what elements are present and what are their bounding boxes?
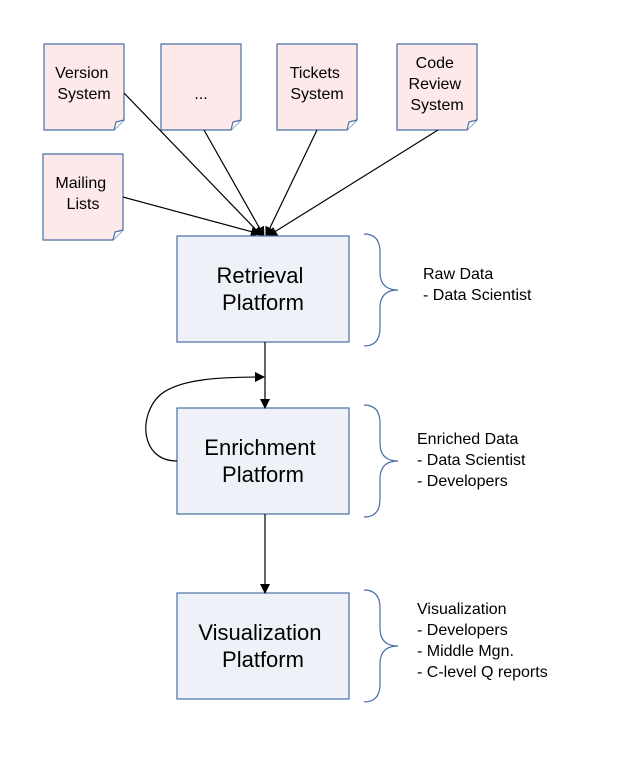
- source-code-review-system: Code Review System: [396, 43, 478, 131]
- enrichment-platform-label: Enrichment Platform: [204, 435, 321, 487]
- note-enriched-data: Enriched Data - Data Scientist - Develop…: [417, 431, 530, 490]
- brace-retrieval: [363, 233, 399, 347]
- note-raw-data: Raw Data - Data Scientist: [423, 266, 532, 304]
- edge-ellipsis-to-retrieval: [203, 129, 265, 237]
- edge-tickets-to-retrieval: [265, 129, 318, 237]
- visualization-platform-label: Visualization Platform: [198, 620, 327, 672]
- edge-mailing-to-retrieval: [122, 196, 261, 237]
- source-code-review-label: Code Review System: [409, 55, 466, 114]
- edge-version-to-retrieval: [123, 92, 263, 237]
- edge-enrichment-loop: [145, 372, 265, 462]
- retrieval-platform-label: Retrieval Platform: [217, 263, 310, 315]
- source-ellipsis: ...: [160, 43, 242, 131]
- source-mailing-lists: Mailing Lists: [42, 153, 124, 241]
- source-ellipsis-label: ...: [194, 86, 207, 103]
- edge-code-review-to-retrieval: [267, 129, 439, 237]
- brace-enrichment: [363, 404, 399, 518]
- source-mailing-label: Mailing Lists: [55, 175, 110, 213]
- visualization-platform: Visualization Platform: [176, 592, 350, 700]
- source-version-label: Version System: [55, 65, 113, 103]
- source-version-system: Version System: [43, 43, 125, 131]
- brace-visualization: [363, 589, 399, 703]
- retrieval-platform: Retrieval Platform: [176, 235, 350, 343]
- enrichment-platform: Enrichment Platform: [176, 407, 350, 515]
- source-tickets-system: Tickets System: [276, 43, 358, 131]
- note-visualization: Visualization - Developers - Middle Mgn.…: [417, 601, 548, 681]
- source-tickets-label: Tickets System: [290, 65, 345, 103]
